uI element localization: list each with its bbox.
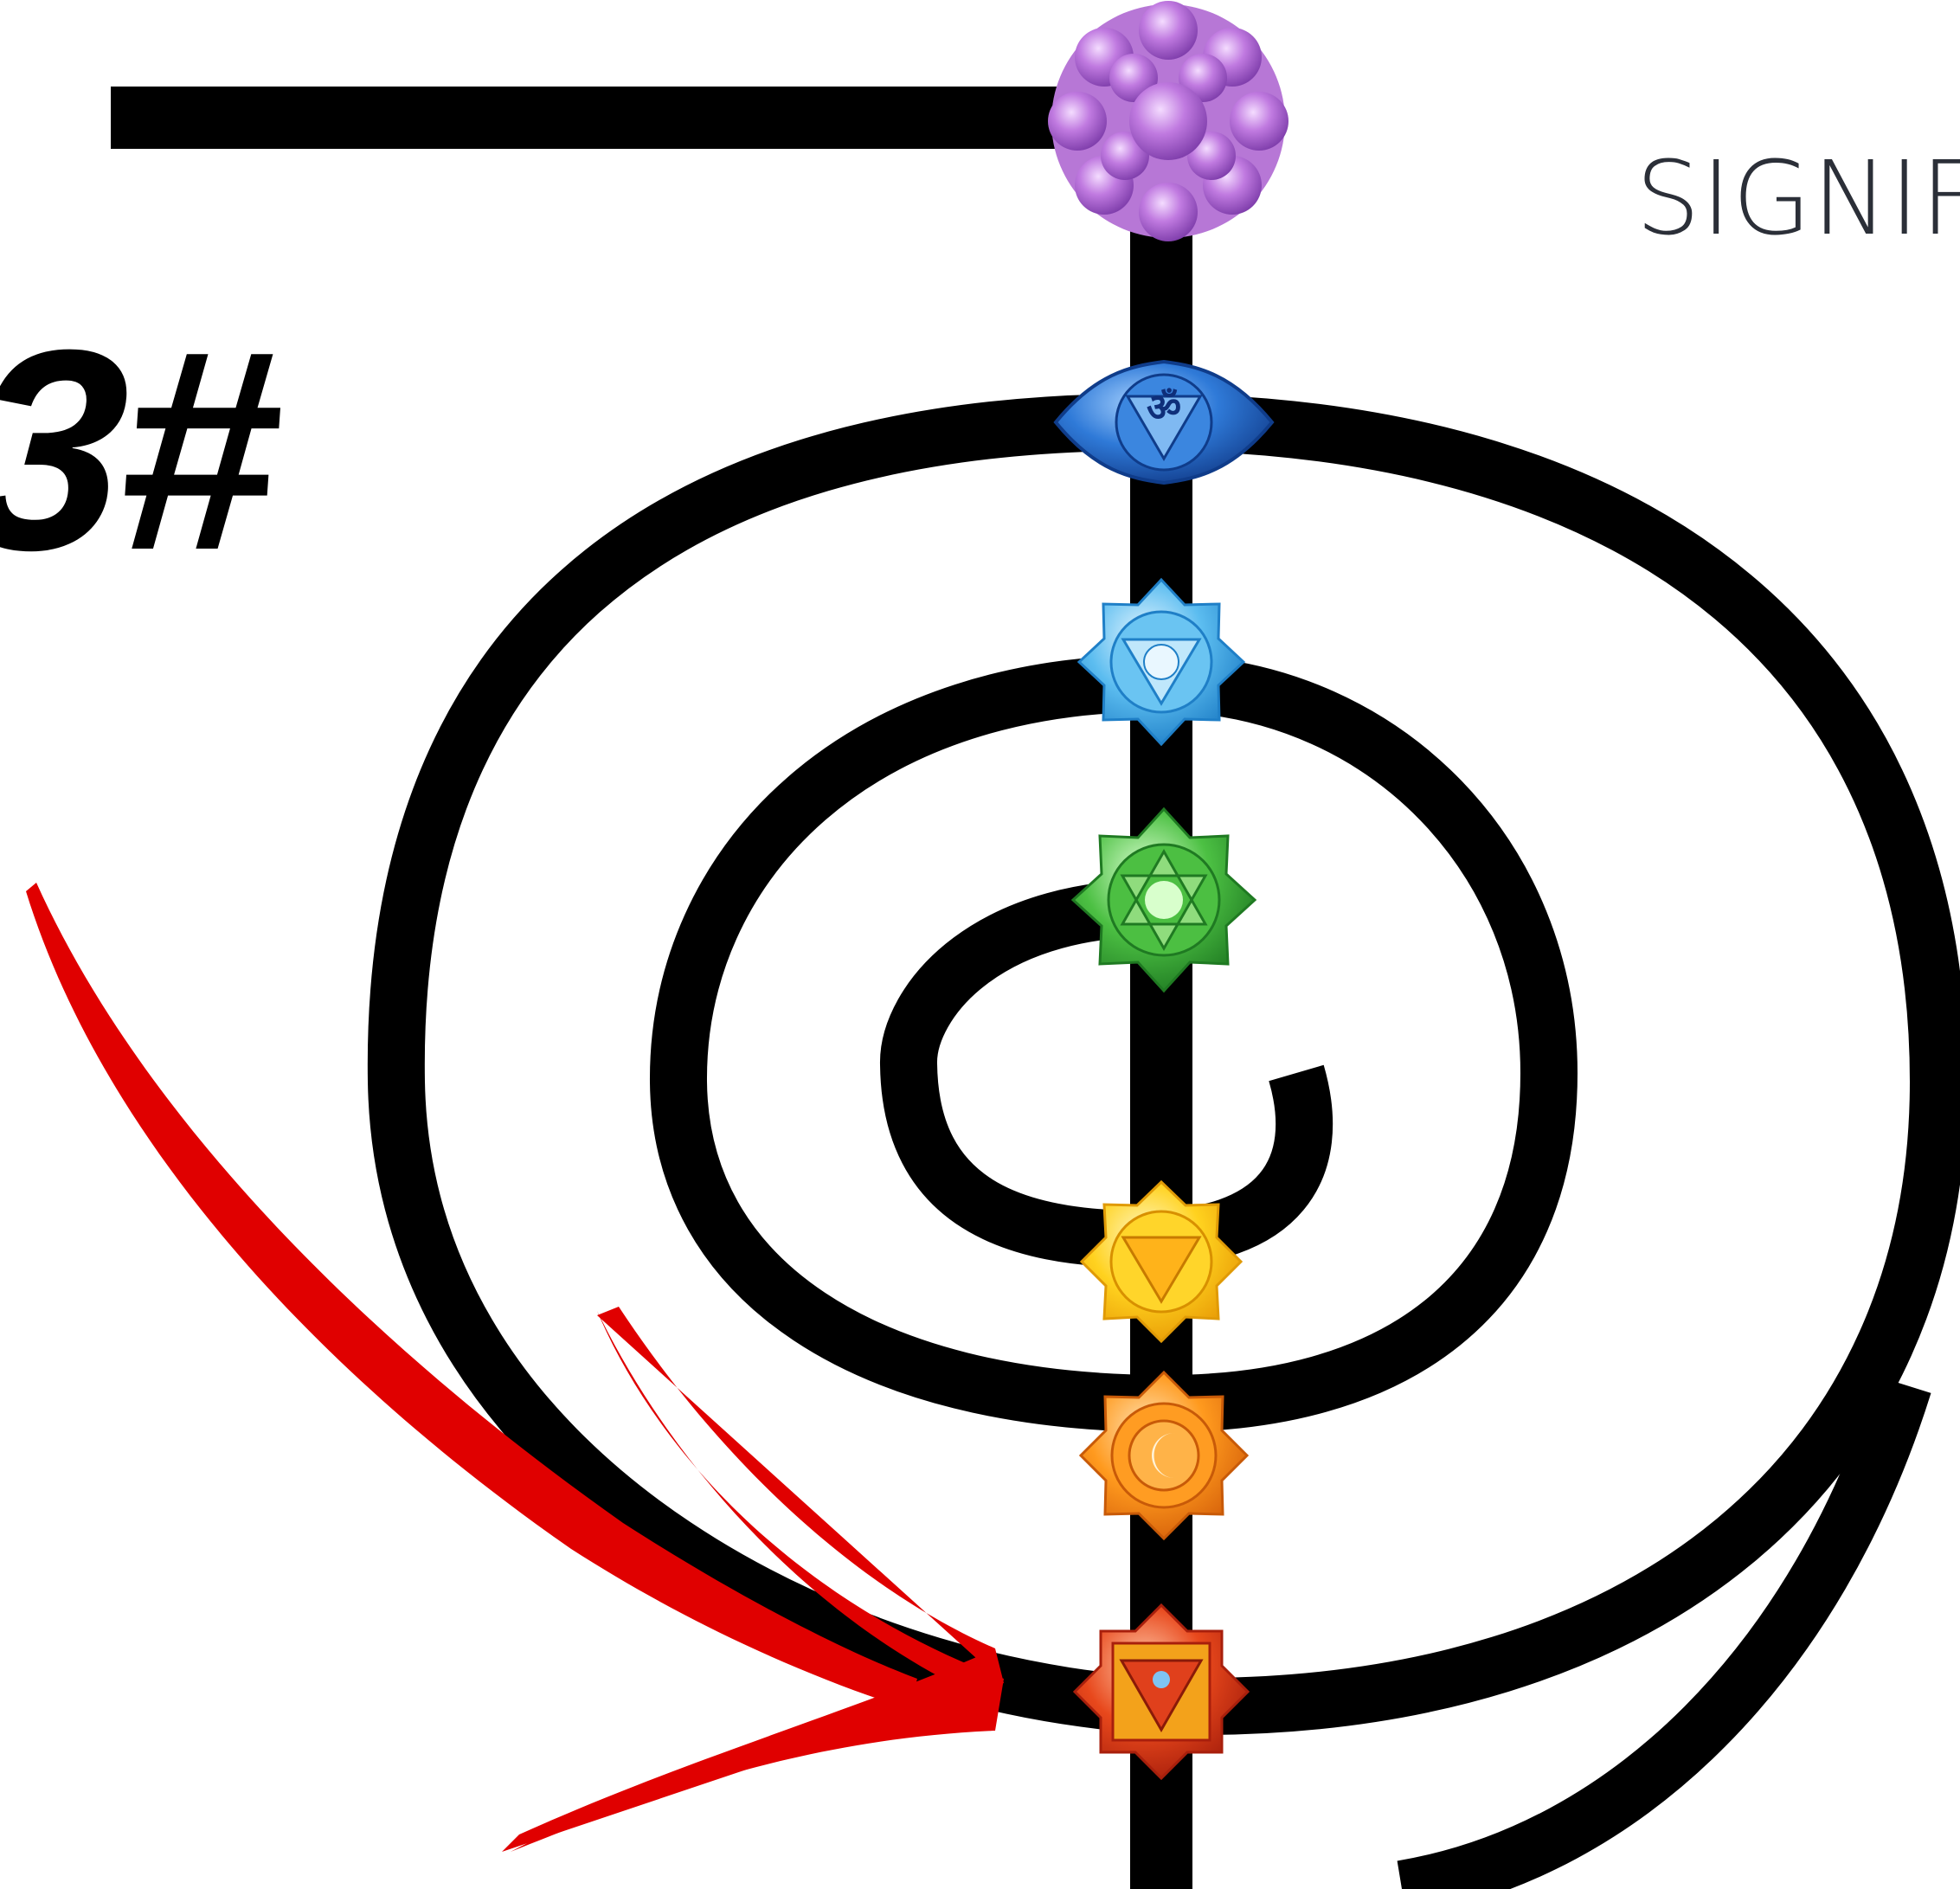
- om-icon: ॐ: [1147, 386, 1181, 430]
- top-horizontal-bar: [111, 87, 1184, 149]
- heart-star-icon: [1120, 848, 1208, 952]
- chakra-third-eye: ॐ: [1053, 359, 1275, 485]
- crown-lotus-icon: [1048, 1, 1288, 241]
- chakra-root: [1072, 1603, 1250, 1781]
- chakra-crown: [1048, 1, 1288, 241]
- root-triangle-icon: [1119, 1659, 1204, 1733]
- number-label: 3#: [0, 290, 282, 609]
- chakra-solar-plexus: [1079, 1179, 1243, 1344]
- symbol-strokes: [111, 87, 1960, 1889]
- red-arrow-icon: [26, 883, 1004, 1852]
- partial-heading: SIGNIF: [1635, 138, 1960, 258]
- chakra-sacral: [1078, 1370, 1250, 1541]
- chakra-throat: [1076, 577, 1246, 747]
- spiral-outer-tail: [1397, 1376, 1931, 1889]
- solar-triangle-icon: [1121, 1236, 1202, 1304]
- chakra-heart: [1070, 806, 1257, 993]
